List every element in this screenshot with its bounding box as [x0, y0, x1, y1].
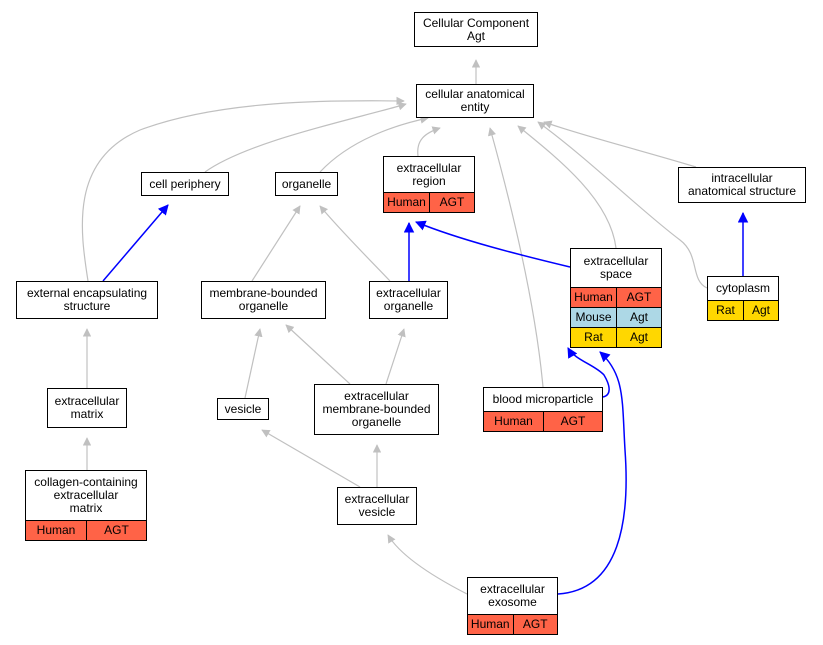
node-intracellular-anatomical-structure[interactable]: intracellular anatomical structure — [678, 167, 806, 203]
node-label: extracellular matrix — [54, 394, 120, 421]
node-label: intracellular anatomical structure — [687, 171, 797, 198]
edge-extracellular-membrane-bounded-organelle-to-extracellular-organelle — [385, 328, 406, 385]
annotation-species: Human — [494, 414, 533, 428]
annotation-gene: Agt — [616, 308, 661, 327]
edge-extracellular-exosome-to-extracellular-space — [557, 351, 627, 595]
annotation-gene: AGT — [512, 615, 558, 634]
annotation-gene: Agt — [743, 301, 778, 320]
annotation-gene: AGT — [543, 412, 602, 431]
node-membrane-bounded-organelle[interactable]: membrane-bounded organelle — [201, 281, 326, 319]
node-vesicle[interactable]: vesicle — [217, 398, 269, 420]
annotation-gene: AGT — [616, 288, 661, 307]
node-label: extracellular region — [396, 160, 462, 188]
node-label: collagen-containing extracellular matrix — [34, 475, 138, 515]
node-label: extracellular vesicle — [344, 492, 410, 519]
annotation-gene: Agt — [616, 328, 661, 347]
annotation-species: Human — [387, 195, 426, 209]
annotation-row: Rat Agt — [571, 327, 661, 347]
node-label: extracellular exosome — [480, 582, 545, 609]
annotation-row: Rat Agt — [708, 300, 778, 320]
node-cell-periphery[interactable]: cell periphery — [141, 172, 229, 196]
annotation-species: Rat — [716, 303, 735, 317]
node-label: vesicle — [224, 401, 262, 416]
node-label: cytoplasm — [715, 281, 771, 295]
edge-intracellular-anatomical-structure-to-cellular-anatomical-entity — [543, 120, 697, 168]
annotation-row: Human AGT — [484, 411, 602, 431]
edge-blood-microparticle-to-cellular-anatomical-entity — [487, 127, 544, 388]
node-collagen-containing-extracellular-matrix[interactable]: collagen-containing extracellular matrix… — [25, 470, 147, 541]
annotation-row: Mouse Agt — [571, 307, 661, 327]
node-cellular-component[interactable]: Cellular Component Agt — [414, 12, 538, 47]
edge-blood-microparticle-to-extracellular-space — [567, 347, 610, 398]
edge-extracellular-membrane-bounded-organelle-to-membrane-bounded-organelle — [285, 324, 351, 385]
node-label: external encapsulating structure — [26, 286, 148, 313]
node-label: organelle — [281, 176, 332, 191]
edge-extracellular-region-to-cellular-anatomical-entity — [417, 126, 441, 157]
edge-cell-periphery-to-cellular-anatomical-entity — [204, 102, 407, 173]
node-label: extracellular membrane-bounded organelle — [322, 389, 431, 429]
node-extracellular-organelle[interactable]: extracellular organelle — [369, 281, 448, 319]
edge-external-encapsulating-structure-to-cellular-anatomical-entity — [81, 96, 405, 282]
node-label: cellular anatomical entity — [425, 87, 525, 114]
edge-external-encapsulating-structure-to-cell-periphery — [102, 204, 169, 282]
node-extracellular-vesicle[interactable]: extracellular vesicle — [337, 487, 417, 525]
node-cellular-anatomical-entity[interactable]: cellular anatomical entity — [416, 84, 534, 118]
edge-extracellular-space-to-extracellular-region — [415, 220, 571, 268]
node-label: membrane-bounded organelle — [209, 286, 318, 313]
node-extracellular-membrane-bounded-organelle[interactable]: extracellular membrane-bounded organelle — [314, 384, 439, 435]
annotation-gene: AGT — [429, 193, 474, 212]
node-label: cell periphery — [149, 176, 221, 191]
edge-organelle-to-cellular-anatomical-entity — [319, 115, 429, 173]
edge-extracellular-space-to-cellular-anatomical-entity — [517, 125, 617, 249]
edge-vesicle-to-membrane-bounded-organelle — [244, 328, 263, 399]
edge-membrane-bounded-organelle-to-organelle — [251, 205, 301, 282]
annotation-gene: AGT — [86, 521, 146, 540]
node-external-encapsulating-structure[interactable]: external encapsulating structure — [16, 281, 158, 319]
edge-extracellular-organelle-to-organelle — [319, 205, 391, 282]
edge-extracellular-exosome-to-extracellular-vesicle — [387, 534, 468, 595]
node-label: blood microparticle — [492, 392, 594, 406]
node-organelle[interactable]: organelle — [275, 172, 338, 196]
annotation-species: Human — [574, 290, 613, 304]
annotation-species: Mouse — [575, 310, 612, 324]
edge-extracellular-vesicle-to-vesicle — [261, 429, 361, 488]
annotation-species: Human — [470, 617, 510, 631]
annotation-species: Human — [36, 523, 76, 537]
node-label: Cellular Component Agt — [422, 15, 530, 43]
node-extracellular-matrix[interactable]: extracellular matrix — [47, 388, 127, 428]
edge-cytoplasm-to-cellular-anatomical-entity — [537, 121, 708, 289]
annotation-row: Human AGT — [26, 520, 146, 540]
node-label: extracellular organelle — [376, 286, 441, 313]
annotation-species: Rat — [584, 330, 603, 344]
node-label: extracellular space — [583, 254, 649, 281]
